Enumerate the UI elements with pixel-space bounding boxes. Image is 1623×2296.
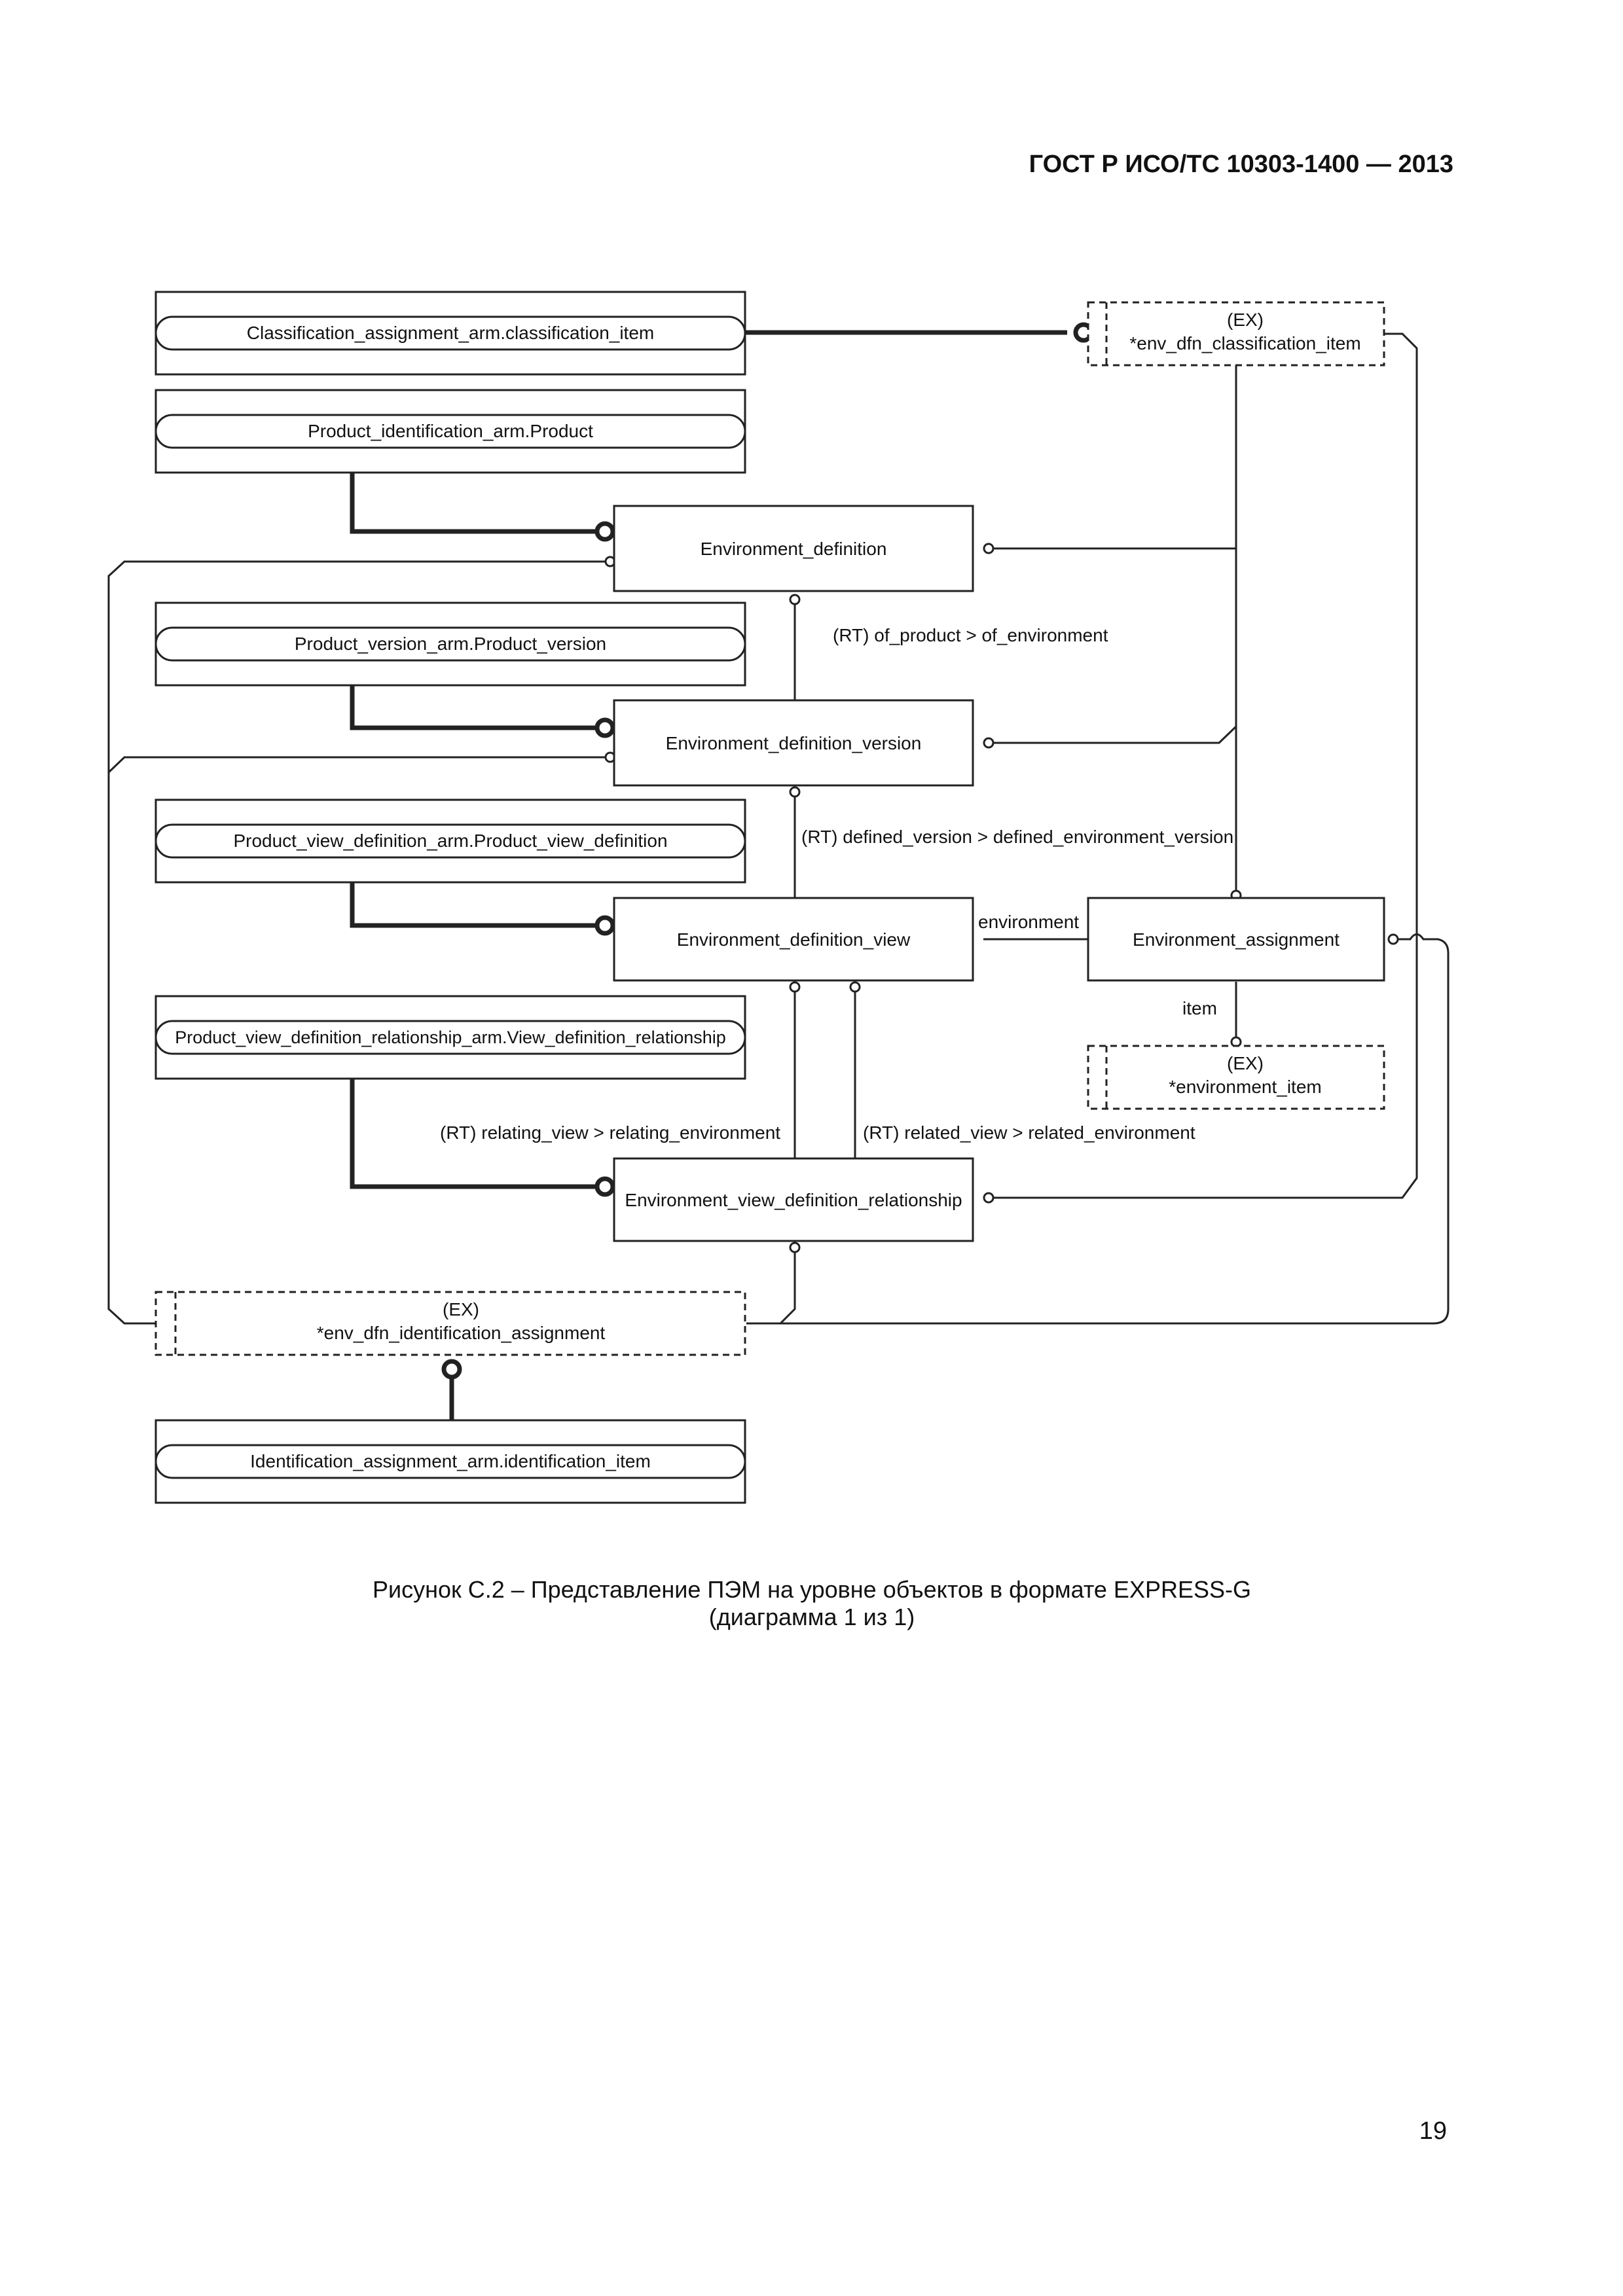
line-left-loop-envdef bbox=[107, 560, 605, 1325]
select-tag-environment-item: (EX) bbox=[1227, 1053, 1264, 1073]
ref-label-identification-item: Identification_assignment_arm.identifica… bbox=[250, 1451, 651, 1471]
select-box-classification-item bbox=[1087, 301, 1385, 367]
ref-label-product-view-definition: Product_view_definition_arm.Product_view… bbox=[233, 831, 667, 851]
line-envdef-to-classsel bbox=[983, 517, 1237, 550]
ref-box-product-view-definition bbox=[155, 798, 746, 884]
ref-label-product: Product_identification_arm.Product bbox=[308, 421, 593, 441]
ref-box-identification-item bbox=[155, 1419, 746, 1504]
ref-label-classification-item: Classification_assignment_arm.classifica… bbox=[247, 323, 654, 343]
ref-box-classification-item bbox=[155, 291, 746, 376]
page-number: 19 bbox=[1419, 2117, 1447, 2145]
line-viewrel-to-envviewrel bbox=[350, 1077, 655, 1189]
figure-caption-line2: (диаграмма 1 из 1) bbox=[708, 1604, 915, 1630]
reference-boxes bbox=[155, 291, 746, 1504]
select-box-identification-assignment bbox=[155, 1291, 746, 1356]
entity-label-environment-assignment: Environment_assignment bbox=[1133, 929, 1340, 950]
circle-envdef-right bbox=[983, 543, 994, 554]
line-envviewrel-to-identsel bbox=[746, 1250, 796, 1325]
line-right-loop-envassign bbox=[746, 933, 1450, 1325]
entity-label-environment-definition: Environment_definition bbox=[701, 539, 887, 559]
select-tag-identification-assignment: (EX) bbox=[443, 1299, 479, 1319]
entity-box-environment-definition-view bbox=[613, 897, 974, 982]
select-box-environment-item bbox=[1087, 1045, 1385, 1110]
circle-envviewrel-bottom bbox=[789, 1242, 801, 1253]
circle-envdefver-bottom bbox=[789, 786, 801, 798]
circle-envdefver-right bbox=[983, 737, 994, 749]
entity-label-environment-definition-view: Environment_definition_view bbox=[677, 929, 911, 950]
circle-envassign-right bbox=[1387, 933, 1399, 945]
circle-envdefview-bottom-2 bbox=[849, 981, 861, 993]
relation-label-relating-view: (RT) relating_view > relating_environmen… bbox=[440, 1122, 780, 1143]
select-boxes bbox=[155, 301, 1385, 1356]
entity-boxes bbox=[613, 505, 1385, 1242]
relation-label-related-view: (RT) related_view > related_environment bbox=[863, 1122, 1195, 1143]
reference-labels: Classification_assignment_arm.classifica… bbox=[175, 323, 726, 1471]
select-name-classification-item: *env_dfn_classification_item bbox=[1129, 333, 1360, 353]
select-name-environment-item: *environment_item bbox=[1169, 1077, 1321, 1097]
ref-box-product-version bbox=[155, 601, 746, 687]
relation-label-defined-version: (RT) defined_version > defined_environme… bbox=[801, 827, 1233, 847]
circle-envviewrel-right bbox=[983, 1192, 994, 1204]
ref-label-product-version: Product_version_arm.Product_version bbox=[295, 634, 606, 654]
document-header: ГОСТ Р ИСО/ТС 10303-1400 — 2013 bbox=[1029, 151, 1453, 178]
entity-box-environment-definition-version bbox=[613, 699, 974, 787]
relation-label-environment: environment bbox=[978, 912, 1079, 932]
thick-circle-envviewrel bbox=[594, 1176, 615, 1197]
relation-label-item: item bbox=[1182, 998, 1217, 1018]
ref-box-view-definition-relationship bbox=[155, 995, 746, 1080]
entity-labels: Environment_definition Environment_defin… bbox=[625, 539, 1340, 1210]
entity-box-environment-assignment bbox=[1087, 897, 1385, 982]
line-left-loop-envdefver bbox=[107, 756, 605, 774]
entity-label-environment-view-definition-relationship: Environment_view_definition_relationship bbox=[625, 1190, 962, 1210]
thick-circle-envdefview bbox=[594, 915, 615, 936]
line-productversion-to-envdefversion bbox=[350, 681, 655, 730]
thick-circle-identsel bbox=[441, 1359, 462, 1380]
entity-box-environment-view-definition-relationship bbox=[613, 1157, 974, 1242]
ref-box-product bbox=[155, 389, 746, 474]
line-envdefver-to-classsel bbox=[983, 725, 1237, 744]
relation-label-of-product: (RT) of_product > of_environment bbox=[833, 625, 1108, 645]
entity-label-environment-definition-version: Environment_definition_version bbox=[666, 733, 922, 753]
relation-labels: (RT) of_product > of_environment (RT) de… bbox=[440, 625, 1233, 1143]
ref-label-view-definition-relationship: Product_view_definition_relationship_arm… bbox=[175, 1028, 726, 1047]
thick-circle-envdefver bbox=[594, 717, 615, 738]
line-right-loop-classsel bbox=[983, 332, 1418, 1199]
select-tag-classification-item: (EX) bbox=[1227, 310, 1264, 330]
thick-circle-envdef bbox=[594, 521, 615, 542]
select-name-identification-assignment: *env_dfn_identification_assignment bbox=[317, 1323, 606, 1343]
circle-envdefview-bottom-1 bbox=[789, 981, 801, 993]
connector-lines bbox=[107, 330, 1450, 1427]
figure-caption-line1: Рисунок С.2 – Представление ПЭМ на уровн… bbox=[372, 1576, 1251, 1603]
line-product-to-envdef bbox=[350, 470, 655, 534]
select-labels: (EX) *env_dfn_classification_item (EX) *… bbox=[317, 310, 1361, 1343]
entity-box-environment-definition bbox=[613, 505, 974, 592]
circle-envdef-bottom bbox=[789, 594, 801, 605]
line-productview-to-envdefview bbox=[350, 880, 655, 928]
